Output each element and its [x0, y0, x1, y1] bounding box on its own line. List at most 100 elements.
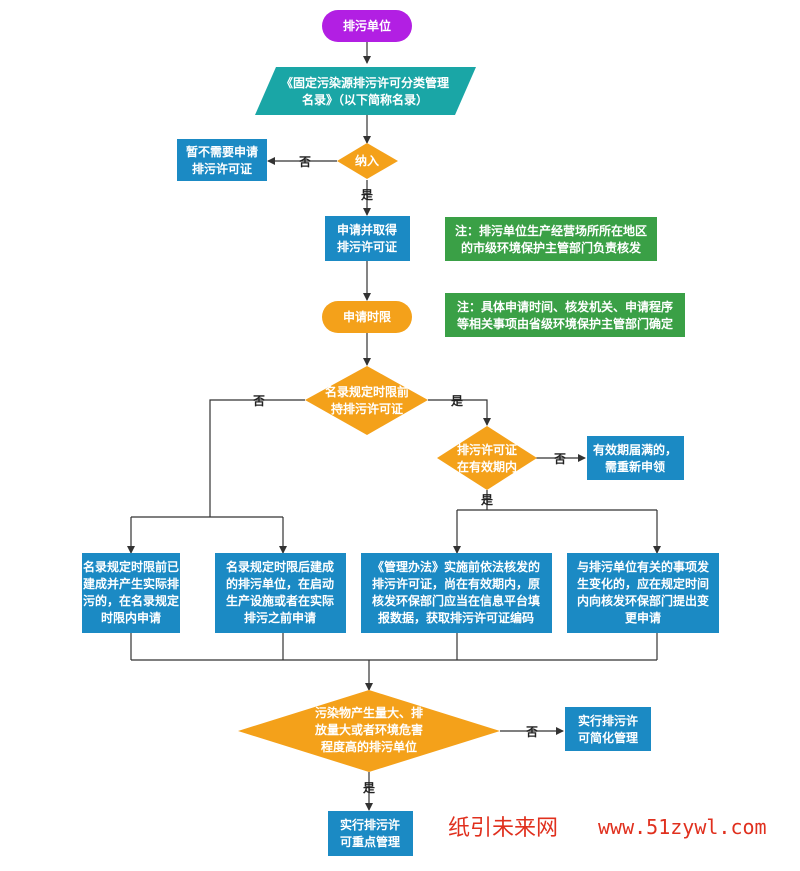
deadline-text: 申请时限: [343, 309, 391, 324]
label-line: 排污许可证: [192, 161, 252, 176]
valid-shape: [437, 426, 537, 490]
note2-text: 注：具体申请时间、核发机关、申请程序等相关事项由省级环境保护主管部门确定: [456, 299, 673, 331]
label-line: 污的，在名录规定: [83, 593, 179, 608]
label-line: 时限内申请: [101, 610, 161, 625]
start-shape: [322, 10, 412, 42]
apply-node: 申请并取得排污许可证: [325, 216, 410, 261]
valid-node: 排污许可证在有效期内: [437, 426, 537, 490]
label-line: 核发环保部门应当在信息平台填: [372, 593, 540, 608]
box-c-shape: [361, 553, 552, 633]
label-line: 生变化的，应在规定时间: [577, 576, 709, 591]
label-before-yes: 是: [450, 394, 464, 408]
label-big-yes: 是: [362, 781, 376, 795]
valid-text: 排污许可证在有效期内: [457, 442, 517, 474]
note1-text: 注：排污单位生产经营场所所在地区的市级环境保护主管部门负责核发: [455, 223, 647, 255]
label-line: 注：排污单位生产经营场所所在地区: [455, 223, 647, 238]
simplified-text: 实行排污许可简化管理: [578, 713, 638, 745]
label-line: 可重点管理: [340, 834, 400, 849]
box-d-text: 与排污单位有关的事项发生变化的，应在规定时间内向核发环保部门提出变更申请: [577, 559, 710, 625]
label-line: 纳入: [355, 153, 379, 168]
box-b-node: 名录规定时限后建成的排污单位，在启动生产设施或者在实际排污之前申请: [215, 553, 346, 633]
start-text: 排污单位: [343, 18, 391, 33]
label-line: 有效期届满的，: [593, 442, 677, 457]
watermark-cn: 纸引未来网: [448, 816, 558, 841]
label-line: 程度高的排污单位: [321, 739, 417, 754]
note2-node: 注：具体申请时间、核发机关、申请程序等相关事项由省级环境保护主管部门确定: [445, 293, 685, 337]
include-shape: [337, 143, 398, 179]
box-a-shape: [82, 553, 180, 633]
edge-labels: 否 是 否 是 否 是 否 是: [252, 155, 566, 795]
big-decision-text: 污染物产生量大、排放量大或者环境危害程度高的排污单位: [314, 705, 423, 754]
include-text: 纳入: [355, 153, 379, 168]
label-line: 放量大或者环境危害: [314, 722, 423, 737]
label-valid-yes: 是: [480, 493, 494, 507]
catalog-shape: [255, 67, 476, 115]
label-line: 《管理办法》实施前依法核发的: [372, 559, 540, 574]
label-line: 可简化管理: [578, 730, 638, 745]
label-line: 申请并取得: [337, 222, 397, 237]
deadline-node: 申请时限: [322, 301, 412, 333]
label-include-no: 否: [298, 155, 311, 169]
key-node: 实行排污许可重点管理: [328, 811, 413, 856]
box-a-node: 名录规定时限前已建成并产生实际排污的，在名录规定时限内申请: [82, 553, 180, 633]
before-deadline-text: 名录规定时限前持排污许可证: [325, 384, 409, 416]
edge-before-yes: [428, 399, 491, 426]
label-line: 排污单位: [343, 18, 391, 33]
label-line: 内向核发环保部门提出变: [577, 593, 709, 608]
label-line: 暂不需要申请: [186, 144, 258, 159]
before-deadline-shape: [305, 366, 428, 435]
simplified-shape: [565, 707, 651, 751]
key-shape: [328, 811, 413, 856]
apply-text: 申请并取得排污许可证: [337, 222, 397, 254]
note1-shape: [445, 217, 657, 261]
label-line: 名录》（以下简称名录）: [302, 92, 428, 107]
watermark: 纸引未来网 www.51zywl.com: [448, 815, 767, 841]
label-line: 排污许可证，尚在有效期内，原: [372, 576, 540, 591]
label-line: 名录规定时限后建成: [226, 559, 334, 574]
connectors: [127, 42, 661, 811]
label-line: 需重新申领: [605, 459, 665, 474]
simplified-node: 实行排污许可简化管理: [565, 707, 651, 751]
label-line: 排污许可证: [457, 442, 517, 457]
label-line: 报数据，获取排污许可证编码: [378, 610, 534, 625]
box-a-text: 名录规定时限前已建成并产生实际排污的，在名录规定时限内申请: [82, 559, 179, 625]
box-b-shape: [215, 553, 346, 633]
label-line: 与排污单位有关的事项发: [577, 559, 710, 574]
key-text: 实行排污许可重点管理: [340, 817, 400, 849]
box-c-text: 《管理办法》实施前依法核发的排污许可证，尚在有效期内，原核发环保部门应当在信息平…: [372, 559, 540, 625]
catalog-text: 《固定污染源排污许可分类管理名录》（以下简称名录）: [281, 75, 449, 107]
box-b-text: 名录规定时限后建成的排污单位，在启动生产设施或者在实际排污之前申请: [226, 559, 334, 625]
box-d-shape: [567, 553, 719, 633]
label-valid-no: 否: [553, 452, 566, 466]
note2-shape: [445, 293, 685, 337]
no-need-shape: [177, 139, 267, 181]
label-line: 生产设施或者在实际: [226, 593, 334, 608]
no-need-node: 暂不需要申请排污许可证: [177, 139, 267, 181]
catalog-node: 《固定污染源排污许可分类管理名录》（以下简称名录）: [255, 67, 476, 115]
label-line: 的市级环境保护主管部门负责核发: [461, 240, 642, 255]
no-need-text: 暂不需要申请排污许可证: [186, 144, 258, 176]
label-line: 实行排污许: [578, 713, 638, 728]
label-before-no: 否: [252, 394, 265, 408]
label-line: 的排污单位，在启动: [226, 576, 334, 591]
label-line: 申请时限: [343, 309, 391, 324]
label-big-no: 否: [525, 725, 538, 739]
label-line: 排污之前申请: [244, 610, 316, 625]
box-d-node: 与排污单位有关的事项发生变化的，应在规定时间内向核发环保部门提出变更申请: [567, 553, 719, 633]
label-line: 更申请: [625, 610, 661, 625]
expired-text: 有效期届满的， 需重新申领: [593, 442, 677, 474]
label-line: 排污许可证: [337, 239, 397, 254]
include-node: 纳入: [337, 143, 398, 179]
label-include-yes: 是: [360, 188, 374, 202]
before-deadline-node: 名录规定时限前持排污许可证: [305, 366, 428, 435]
label-line: 持排污许可证: [331, 401, 403, 416]
start-node: 排污单位: [322, 10, 412, 42]
big-decision-node: 污染物产生量大、排放量大或者环境危害程度高的排污单位: [238, 690, 500, 772]
box-c-node: 《管理办法》实施前依法核发的排污许可证，尚在有效期内，原核发环保部门应当在信息平…: [361, 553, 552, 633]
expired-node: 有效期届满的， 需重新申领: [587, 436, 684, 480]
label-line: 名录规定时限前已: [83, 559, 179, 574]
edge-before-no: [209, 399, 305, 517]
big-decision-shape: [238, 690, 500, 772]
label-line: 名录规定时限前: [325, 384, 409, 399]
